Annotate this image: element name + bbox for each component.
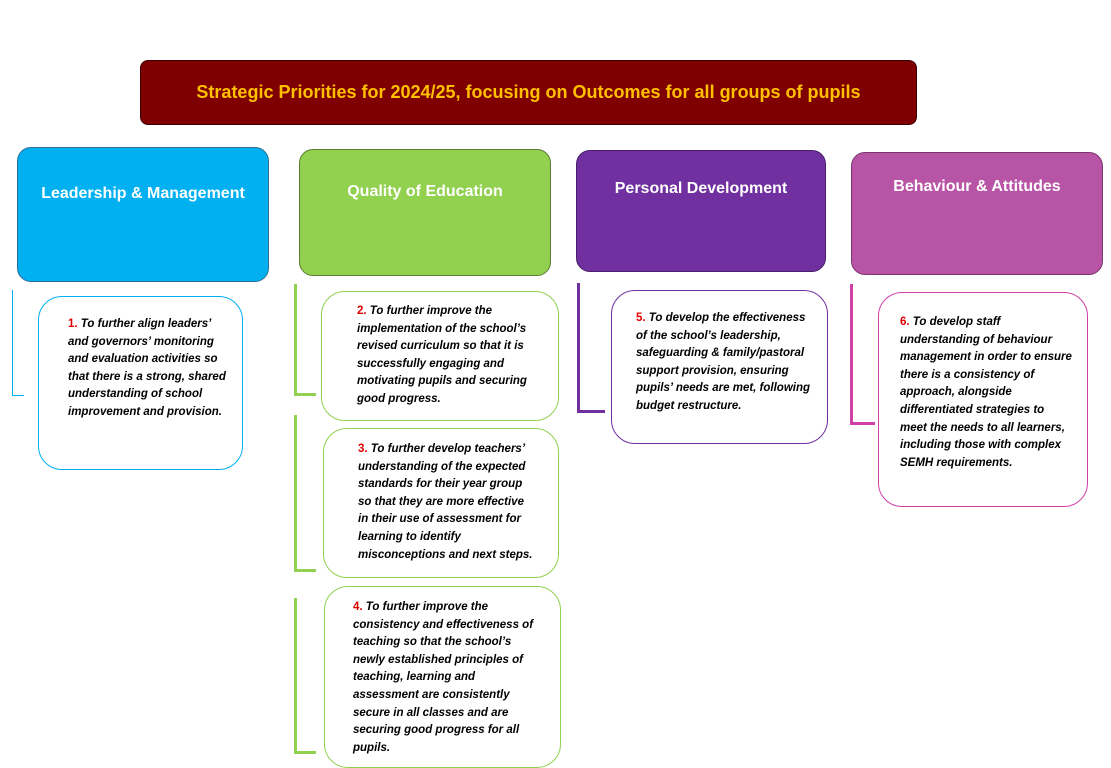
- priority-card-2: 2. To further improve the implementation…: [321, 291, 559, 421]
- connector-quality-1: [294, 284, 316, 396]
- category-behaviour-attitudes: Behaviour & Attitudes: [851, 152, 1103, 275]
- chart-title: Strategic Priorities for 2024/25, focusi…: [140, 60, 917, 125]
- category-leadership-management: Leadership & Management: [17, 147, 269, 282]
- connector-leadership: [12, 290, 24, 396]
- priority-card-5: 5. To develop the effectiveness of the s…: [611, 290, 828, 444]
- priority-number: 5.: [636, 312, 646, 324]
- priority-number: 2.: [357, 305, 367, 317]
- priority-card-1: 1. To further align leaders’ and governo…: [38, 296, 243, 470]
- category-label: Quality of Education: [347, 183, 503, 200]
- priority-text: To develop staff understanding of behavi…: [900, 316, 1072, 469]
- category-quality-of-education: Quality of Education: [299, 149, 551, 276]
- connector-behaviour: [850, 284, 875, 425]
- priority-number: 4.: [353, 601, 363, 613]
- priority-text: To further improve the implementation of…: [357, 305, 527, 405]
- category-label: Behaviour & Attitudes: [893, 178, 1061, 195]
- category-label: Personal Development: [614, 180, 788, 197]
- connector-quality-3: [294, 598, 316, 754]
- priority-number: 1.: [68, 318, 78, 330]
- priority-text: To further improve the consistency and e…: [353, 601, 534, 754]
- category-label: Leadership & Management: [41, 185, 245, 202]
- connector-quality-2: [294, 415, 316, 572]
- priority-card-6: 6. To develop staff understanding of beh…: [878, 292, 1088, 507]
- priority-card-3: 3. To further develop teachers’ understa…: [323, 428, 559, 578]
- priority-number: 3.: [358, 443, 368, 455]
- priority-card-4: 4. To further improve the consistency an…: [324, 586, 561, 768]
- priority-text: To develop the effectiveness of the scho…: [636, 312, 811, 412]
- category-personal-development: Personal Development: [576, 150, 826, 272]
- connector-personal: [577, 283, 605, 413]
- priority-text: To further develop teachers’ understandi…: [358, 443, 533, 561]
- priority-text: To further align leaders’ and governors’…: [68, 318, 226, 418]
- priority-number: 6.: [900, 316, 910, 328]
